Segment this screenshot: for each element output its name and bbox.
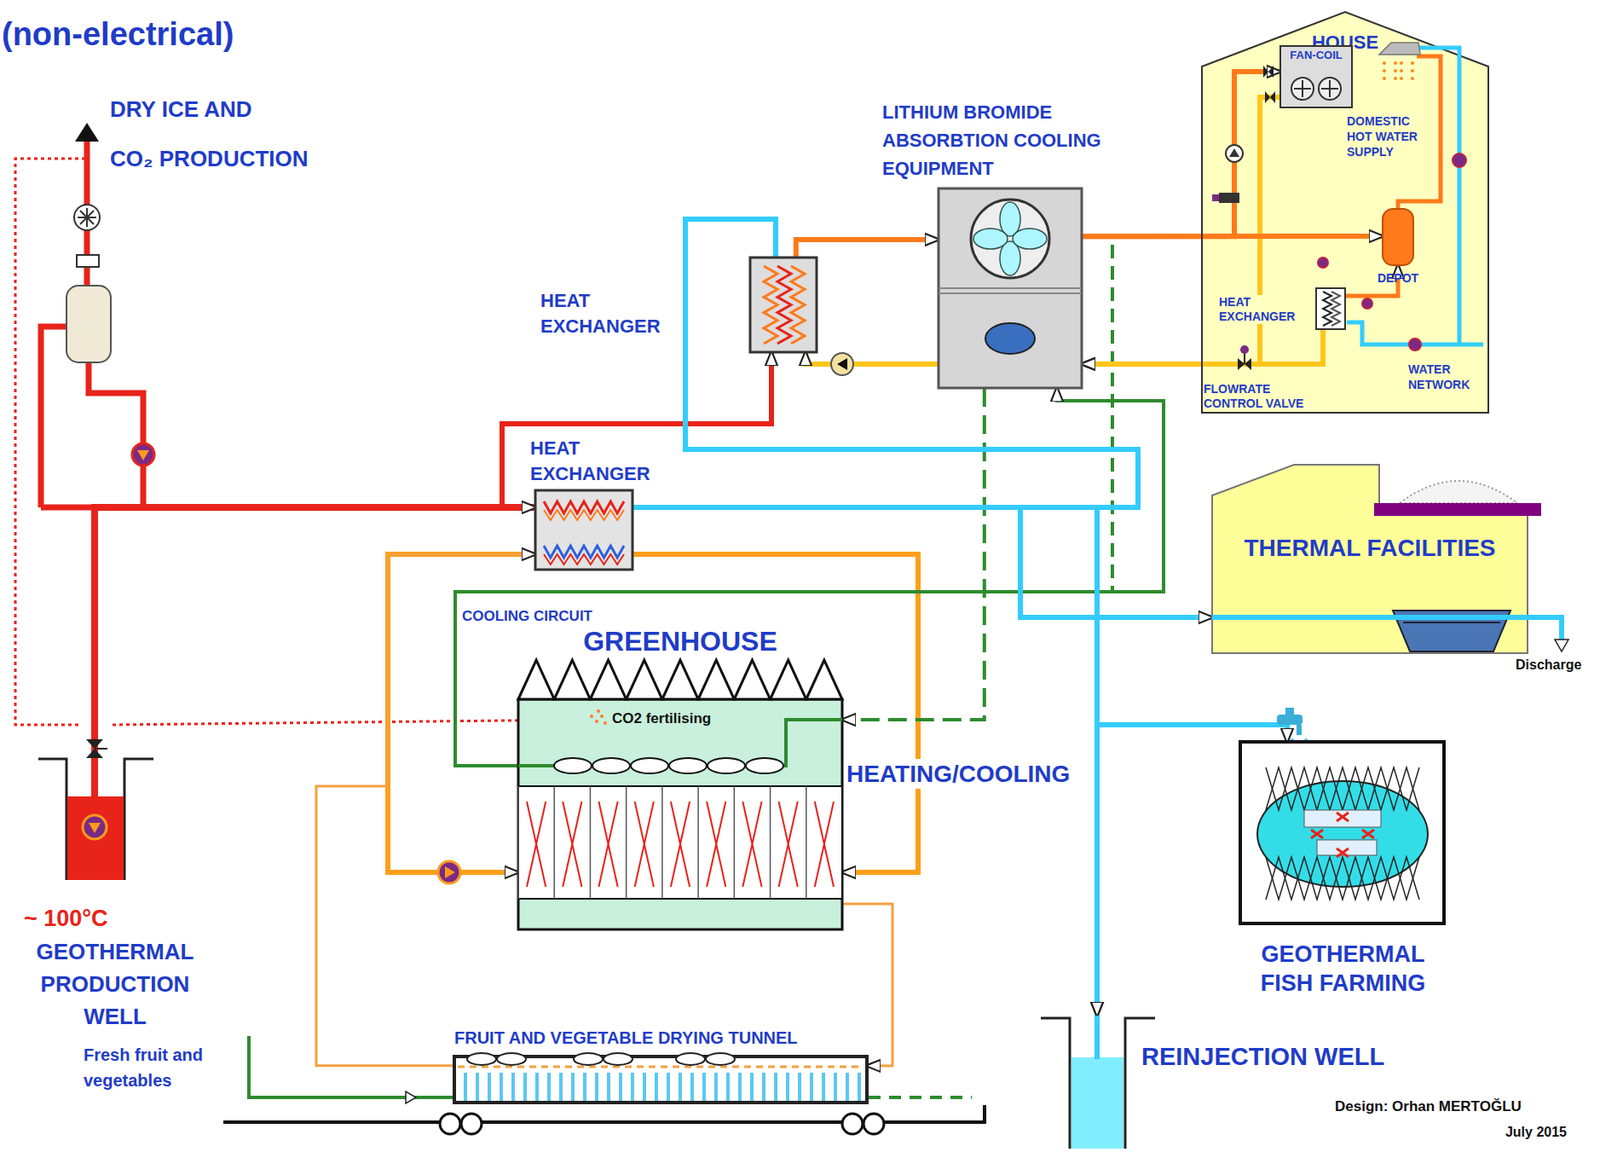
heat-exchanger: HEAT EXCHANGER: [750, 257, 817, 353]
heat-exchanger: HEAT EXCHANGER: [1316, 288, 1346, 330]
node-label: DEPOT: [1363, 270, 1433, 286]
production-well-shape: [38, 754, 154, 880]
greenhouse: GREENHOUSECO2 fertilising: [518, 698, 843, 930]
pipe-connector: [805, 352, 939, 364]
annotation: COOLING CIRCUIT: [462, 606, 593, 625]
absorption-chiller-shape: [938, 188, 1082, 388]
reinjection-well-shape: [1040, 1015, 1137, 1149]
annotation: Design: Orhan MERTOĞLU: [1334, 1097, 1522, 1115]
heat-exchanger-shape: [535, 490, 633, 570]
depot-tank-shape: [1382, 208, 1414, 266]
node-label: HEAT EXCHANGER: [530, 435, 676, 487]
absorption-chiller: LITHIUM BROMIDE ABSORBTION COOLING EQUIP…: [938, 188, 1082, 388]
annotation: July 2015: [1449, 1123, 1567, 1141]
diagram-title: (non-electrical): [1, 13, 234, 55]
annotation: DRY ICE AND: [109, 95, 253, 124]
house-outline: HOUSEFAN-COILDEPOTHEAT EXCHANGER: [1200, 10, 1491, 414]
pipe-connector: [1081, 233, 1383, 239]
fish-farm-shape: [1240, 741, 1445, 924]
depot-tank: DEPOT: [1382, 208, 1414, 266]
pipe-connector: [1081, 71, 1281, 237]
pipe-connector: [842, 387, 985, 720]
pipe-connector: [796, 239, 939, 258]
node-label: CO2 fertilising: [612, 709, 783, 728]
node-label: REINJECTION WELL: [1141, 1040, 1432, 1072]
heat-exchanger: HEAT EXCHANGER: [535, 490, 633, 570]
node-label: GEOTHERMAL FISH FARMING: [1242, 939, 1444, 998]
greenhouse-shape: [518, 698, 843, 930]
thermal-facility: THERMAL FACILITIES: [1212, 464, 1528, 653]
node-label: LITHIUM BROMIDE ABSORBTION COOLING EQUIP…: [882, 98, 1123, 183]
node-label: HEAT EXCHANGER: [1217, 294, 1308, 324]
node-label: THERMAL FACILITIES: [1212, 532, 1528, 563]
pipe-connector: [1081, 97, 1281, 364]
drying-tunnel: FRUIT AND VEGETABLE DRYING TUNNEL: [454, 1056, 867, 1103]
annotation: Discharge: [1515, 656, 1582, 674]
annotation: CO₂ PRODUCTION: [109, 144, 309, 174]
fan-coil-unit: FAN-COIL: [1280, 46, 1352, 108]
drying-tunnel-shape: [454, 1056, 867, 1103]
node-label: FRUIT AND VEGETABLE DRYING TUNNEL: [454, 1027, 881, 1049]
node-label: ~ 100°C: [23, 903, 169, 933]
annotation: Fresh fruit and vegetables: [83, 1041, 246, 1093]
annotation: FLOWRATE CONTROL VALVE: [1203, 381, 1323, 411]
heat-exchanger-shape: [1316, 288, 1346, 330]
pipe-connector: [387, 554, 536, 873]
production-well: ~ 100°CGEOTHERMAL PRODUCTION WELL: [38, 754, 154, 880]
node-label: GREENHOUSE: [518, 623, 843, 659]
node-label: FAN-COIL: [1280, 48, 1352, 63]
pipe-connector: [632, 507, 1213, 618]
node-label: HEAT EXCHANGER: [540, 288, 686, 340]
reinjection-well: REINJECTION WELL: [1040, 1015, 1137, 1149]
annotation: DOMESTIC HOT WATER SUPPLY: [1346, 113, 1433, 160]
pipe-connector: [842, 903, 893, 1066]
pipe-connector: [94, 507, 536, 755]
pipe-connector: [632, 507, 1098, 1016]
fish-farm: GEOTHERMAL FISH FARMING: [1240, 741, 1445, 924]
annotation: WATER NETWORK: [1408, 361, 1494, 393]
node-label: GEOTHERMAL PRODUCTION WELL: [17, 935, 214, 1033]
pipe-connector: [316, 554, 536, 1066]
annotation: HEATING/COOLING: [844, 758, 1072, 789]
heat-exchanger-shape: [750, 257, 817, 353]
